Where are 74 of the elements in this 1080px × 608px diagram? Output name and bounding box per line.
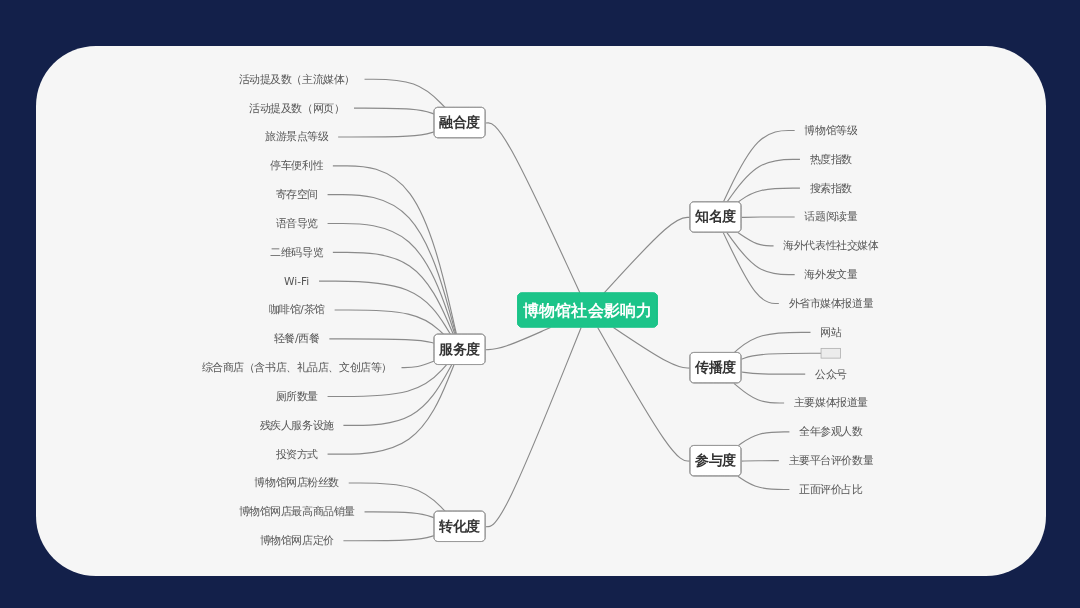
connector	[318, 280, 452, 336]
subtopic-label: 博物馆网店最高商品销量	[238, 505, 355, 518]
subtopic-label: 活动提及数（主流媒体）	[238, 73, 355, 86]
subtopic-label: 厕所数量	[275, 390, 318, 403]
root-topic-box: 博物馆社会影响力	[517, 292, 658, 328]
connector	[332, 165, 458, 336]
connector	[597, 326, 691, 462]
connector	[726, 158, 801, 203]
connector	[722, 129, 796, 203]
subtopic-label: 话题阅读量	[804, 210, 858, 223]
subtopic-label: 寄存空间	[275, 188, 318, 201]
connector	[485, 326, 582, 528]
connector	[733, 382, 785, 404]
subtopic-label: 二维码导览	[270, 246, 324, 259]
connector	[737, 431, 790, 447]
connector	[737, 187, 801, 203]
connector	[353, 107, 435, 115]
connector	[733, 331, 812, 354]
subtopic-label: 残疾人服务设施	[259, 419, 334, 432]
connector	[328, 338, 435, 344]
connector	[737, 232, 775, 247]
subtopic-label: 活动提及数（网页）	[249, 101, 345, 114]
subtopic-label: 投资方式	[275, 447, 318, 461]
subtopic-label: 全年参观人数	[799, 425, 863, 438]
subtopic-label: 主要媒体报道量	[793, 396, 868, 409]
subtopic-label: 公众号	[815, 367, 847, 381]
subtopic-label: 停车便利性	[270, 159, 324, 172]
subtopic-label: 海外代表性社交媒体	[783, 239, 879, 252]
subtopic-label: 外省市媒体报道量	[788, 297, 874, 310]
connector	[740, 460, 780, 462]
topic-box: 知名度	[689, 201, 742, 233]
connector	[740, 352, 822, 360]
subtopic-label: 旅游景点等级	[265, 130, 329, 143]
subtopic-label: 主要平台评价数量	[788, 454, 874, 467]
connector	[603, 216, 691, 294]
topic-box: 参与度	[689, 445, 742, 477]
connector	[740, 371, 806, 375]
subtopic-label: 博物馆等级	[804, 124, 858, 137]
subtopic-label: 正面评价占比	[799, 483, 863, 496]
subtopic-label: 咖啡馆/茶馆	[268, 303, 325, 316]
subtopic-label: 博物馆网店粉丝数	[254, 476, 339, 489]
topic-box: 转化度	[433, 510, 486, 542]
connector	[348, 482, 446, 513]
connector	[612, 326, 691, 369]
subtopic-label: 综合商店（含书店、礼品店、文创店等）	[201, 361, 392, 374]
subtopic-label: 语音导览	[275, 217, 318, 230]
connector	[337, 131, 435, 138]
connector	[327, 364, 455, 455]
topic-box: 融合度	[433, 106, 486, 139]
empty-box	[820, 347, 841, 359]
connector	[342, 534, 435, 542]
subtopic-label: 博物馆网店定价	[259, 534, 334, 547]
connector	[327, 194, 457, 336]
topic-box: 传播度	[689, 352, 742, 384]
subtopic-label: Wi-Fi	[284, 274, 310, 288]
connector	[334, 309, 445, 336]
connector	[485, 122, 581, 294]
subtopic-label: 热度指数	[809, 153, 852, 166]
connector	[722, 232, 780, 305]
connector	[726, 232, 796, 276]
connector	[363, 511, 435, 519]
connector	[327, 222, 456, 336]
subtopic-label: 轻餐/西餐	[273, 332, 320, 345]
connector	[342, 364, 453, 426]
connector	[740, 216, 796, 218]
subtopic-label: 网站	[820, 326, 842, 339]
connector	[327, 364, 448, 398]
connector	[737, 475, 790, 491]
connector	[363, 78, 446, 109]
subtopic-label: 搜索指数	[809, 181, 852, 195]
subtopic-label: 海外发文量	[804, 268, 858, 281]
topic-box: 服务度	[433, 333, 486, 365]
connector	[400, 360, 435, 369]
connector	[332, 251, 454, 336]
